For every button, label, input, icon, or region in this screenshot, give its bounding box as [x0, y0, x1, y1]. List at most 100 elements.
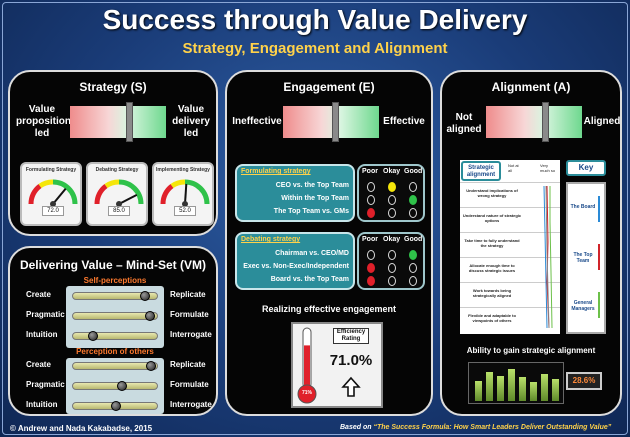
self-left-label: Create [26, 290, 51, 299]
ability-chart [468, 362, 564, 404]
self-right-label: Interrogate [170, 330, 212, 339]
ability-bar [475, 380, 482, 401]
traffic-light [388, 250, 396, 260]
gauge-1: Debating Strategy 85.0 [86, 162, 148, 226]
engagement-row-label: The Top Team vs. GMs [273, 208, 349, 215]
strategic-item: Understand implications of wrong strateg… [466, 188, 518, 198]
key-swatch [598, 196, 600, 222]
alignment-title: Alignment (A) [491, 80, 571, 94]
thermometer-icon [297, 327, 317, 404]
light-header-poor: Poor [362, 168, 378, 175]
others-right-label: Replicate [170, 360, 206, 369]
self-slider-knob[interactable] [144, 311, 155, 321]
ability-bar [519, 377, 526, 401]
key-swatch [598, 292, 600, 318]
efficiency-label: Efficiency Rating [333, 328, 369, 344]
traffic-light [367, 263, 375, 273]
self-slider-knob[interactable] [139, 291, 150, 301]
strategic-header: Strategic alignment [461, 161, 501, 181]
light-header-good: Good [404, 236, 423, 243]
light-header-good: Good [404, 168, 423, 175]
strategy-title: Strategy (S) [79, 80, 147, 94]
strategic-row-divider [460, 257, 560, 258]
traffic-light [409, 195, 417, 205]
traffic-light [409, 263, 417, 273]
footer-copyright: © Andrew and Nada Kakabadse, 2015 [10, 424, 153, 433]
gauge-dial [160, 179, 210, 207]
gauge-value: 85.0 [108, 206, 130, 216]
page-title: Success through Value Delivery [102, 4, 528, 35]
strategic-row-divider [460, 207, 560, 208]
self-right-label: Formulate [170, 310, 209, 319]
footer-source-prefix: Based on [340, 424, 374, 431]
others-slider[interactable] [72, 401, 158, 411]
footer-source: Based on “The Success Formula: How Smart… [340, 424, 611, 431]
engagement-bar [283, 102, 379, 142]
mindset-title: Delivering Value – Mind-Set (VM) [19, 258, 207, 272]
alignment-left-label: Not aligned [446, 112, 482, 135]
others-right-label: Formulate [170, 380, 209, 389]
strategic-row-divider [460, 307, 560, 308]
ability-bar [541, 373, 548, 401]
strategy-right-label: Value delivery led [172, 104, 210, 139]
alignment-bar [486, 102, 582, 142]
gauge-0: Formulating Strategy 72.0 [20, 162, 82, 226]
others-slider[interactable] [72, 361, 158, 371]
light-header-okay: Okay [383, 168, 401, 175]
traffic-light [409, 182, 417, 192]
key-item: The Top Team [573, 252, 593, 264]
engagement-panel: Engagement (E) Ineffective Effective For… [225, 70, 433, 416]
others-slider-knob[interactable] [117, 381, 128, 391]
key-item: The Board [570, 204, 596, 210]
others-left-label: Pragmatic [26, 380, 65, 389]
gauge-needle [184, 183, 188, 205]
self-slider[interactable] [72, 331, 158, 341]
self-right-label: Replicate [170, 290, 206, 299]
gauge-label: Debating Strategy [95, 167, 139, 173]
debating-heading: Debating strategy [241, 236, 301, 243]
gauge-label: Formulating Strategy [25, 167, 77, 173]
strategic-alignment-chart: Strategic alignment Not at all Very much… [460, 160, 560, 334]
formulating-heading: Formulating strategy [241, 168, 311, 175]
strategy-left-label: Value proposition led [16, 104, 71, 139]
perception-others-heading: Perception of others [76, 347, 154, 356]
others-slider[interactable] [72, 381, 158, 391]
engagement-row-label: Board vs. the Top Team [270, 276, 349, 283]
strategic-row-divider [460, 232, 560, 233]
gauge-dial [94, 179, 144, 207]
traffic-light [409, 276, 417, 286]
formulating-box: Formulating strategy CEO vs. the Top Tea… [235, 164, 355, 222]
others-slider-knob[interactable] [111, 401, 122, 411]
strategic-item: Flexible and adaptable to viewpoints of … [468, 313, 516, 323]
gauge-value: 72.0 [42, 206, 64, 216]
gauge-needle [118, 194, 138, 205]
strategy-bar-marker [125, 102, 133, 142]
self-left-label: Pragmatic [26, 310, 65, 319]
gauge-label: Implementing Strategy [156, 167, 210, 173]
engagement-left-label: Ineffective [232, 116, 282, 127]
traffic-light [388, 208, 396, 218]
self-perceptions-heading: Self-perceptions [83, 276, 147, 285]
self-slider-knob[interactable] [87, 331, 98, 341]
alignment-bar-marker [541, 102, 549, 142]
self-slider[interactable] [72, 291, 158, 301]
others-slider-knob[interactable] [145, 361, 156, 371]
self-slider[interactable] [72, 311, 158, 321]
engagement-bar-marker [331, 102, 339, 142]
arrow-up-icon [341, 376, 361, 397]
strategic-item: Allocate enough time to discuss strategi… [468, 263, 516, 273]
traffic-light [388, 263, 396, 273]
gauge-dial [28, 179, 78, 207]
traffic-light [409, 208, 417, 218]
engagement-row-label: Exec vs. Non-Exec/Independent [243, 263, 349, 270]
efficiency-value: 71.0% [329, 352, 373, 369]
alignment-panel: Alignment (A) Not aligned Aligned Strate… [440, 70, 622, 416]
traffic-light [367, 208, 375, 218]
traffic-light [367, 195, 375, 205]
strategic-item: Understand nature of strategic options [462, 213, 522, 223]
strategic-item: Work towards being strategically aligned [472, 288, 512, 298]
